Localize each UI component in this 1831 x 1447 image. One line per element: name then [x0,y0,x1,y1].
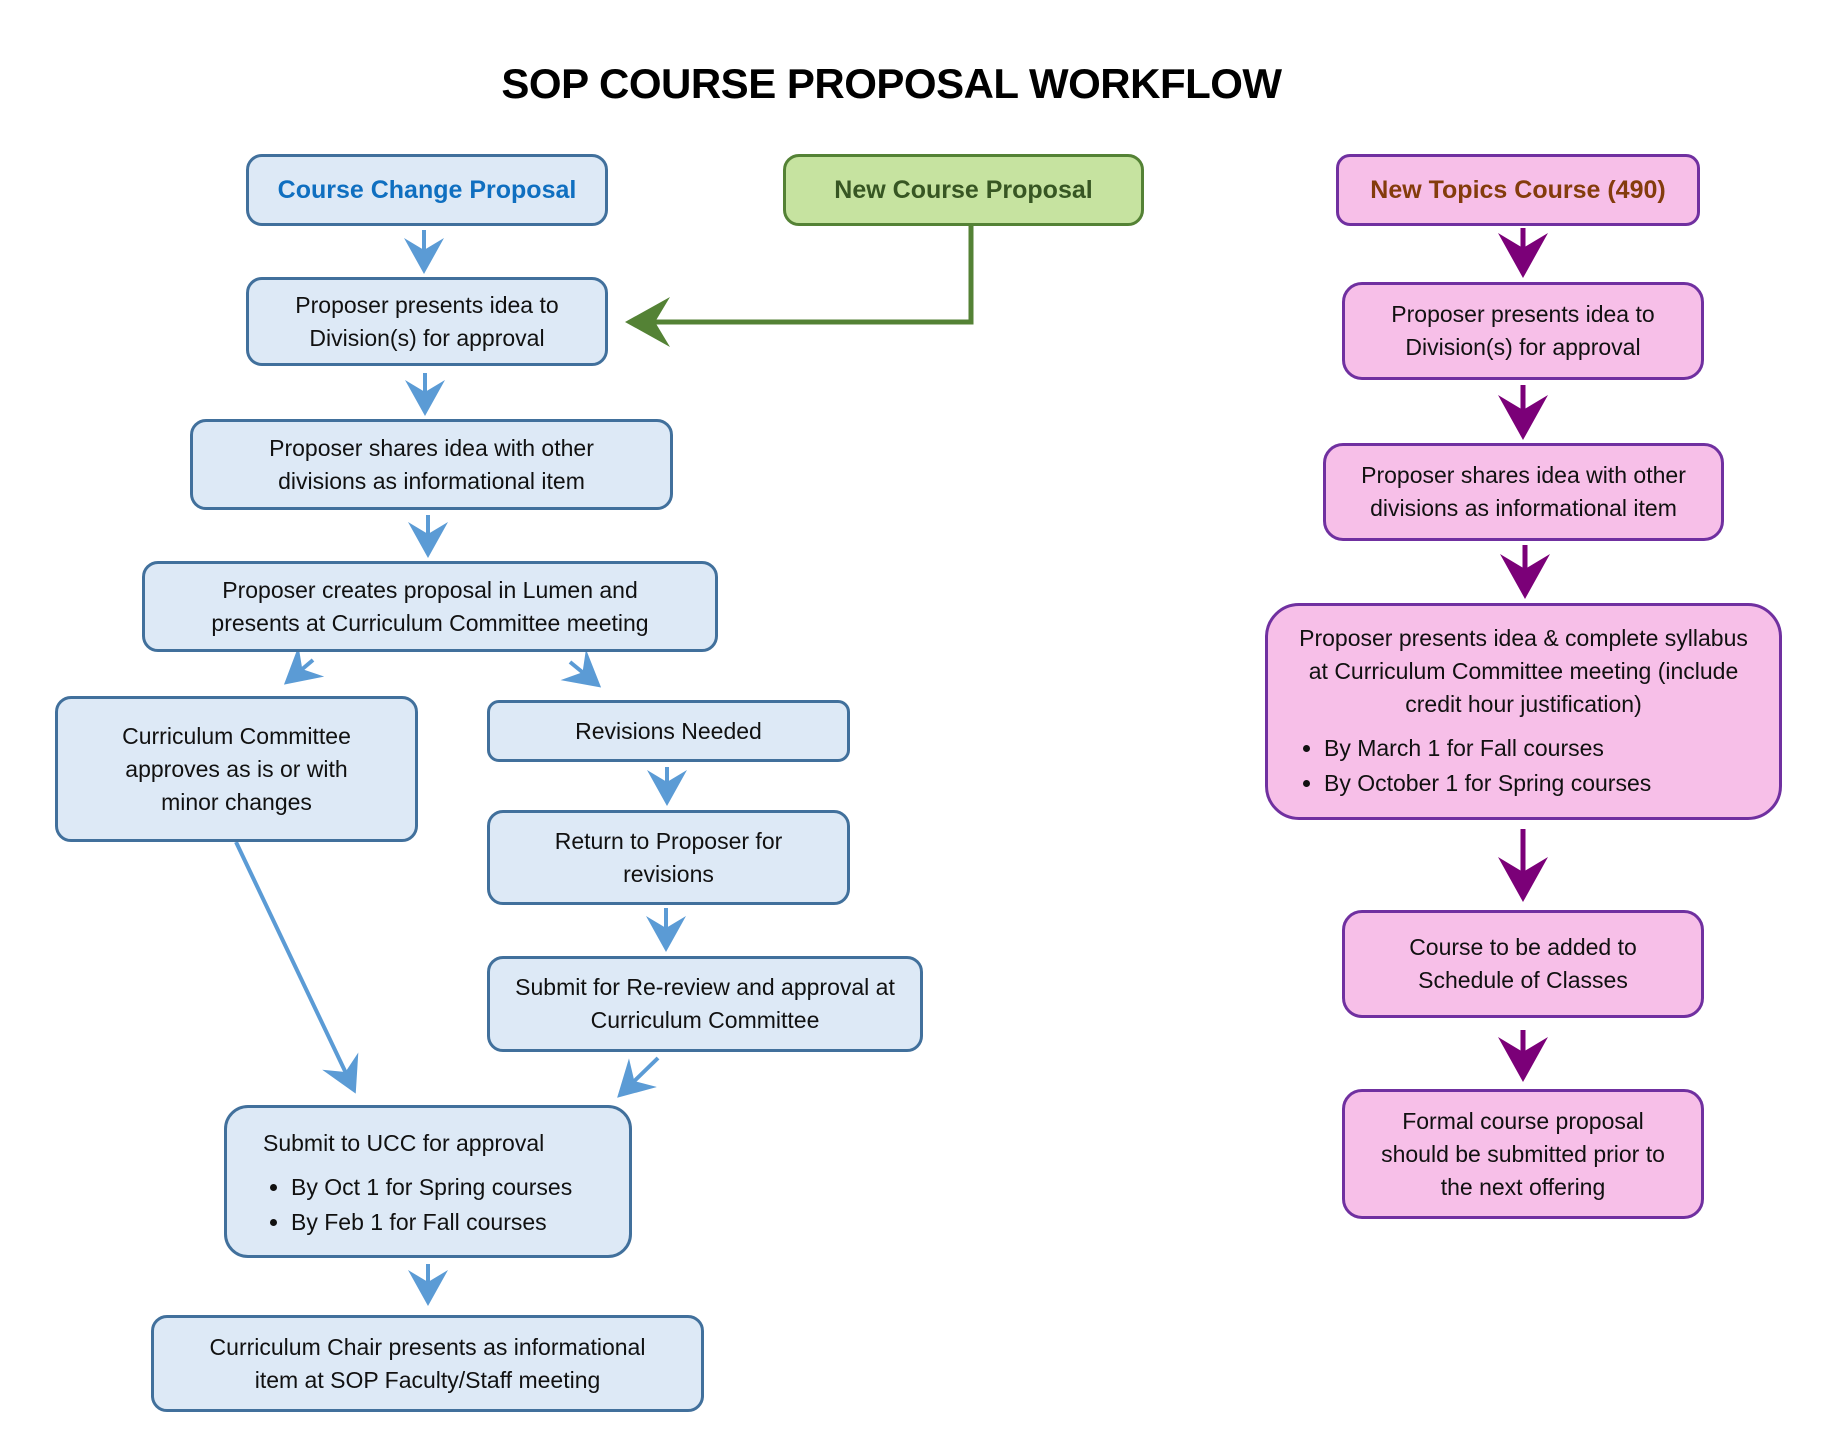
page-title: SOP COURSE PROPOSAL WORKFLOW [501,60,1282,107]
topics-step-present-syllabus: Proposer presents idea & complete syllab… [1265,603,1782,820]
topics-step-share-with-divisions: Proposer shares idea with other division… [1323,443,1724,541]
step-create-proposal-lumen: Proposer creates proposal in Lumen and p… [142,561,718,652]
step-share-with-divisions: Proposer shares idea with other division… [190,419,673,510]
step-revisions-needed: Revisions Needed [487,700,850,762]
step-label: Submit for Re-review and approval at Cur… [515,974,895,1033]
step-chair-presents: Curriculum Chair presents as information… [151,1315,704,1412]
step-label: Course to be added to Schedule of Classe… [1409,934,1637,993]
new-course-proposal-header: New Course Proposal [783,154,1144,226]
topics-step-formal-proposal: Formal course proposal should be submitt… [1342,1089,1704,1219]
course-change-proposal-header: Course Change Proposal [246,154,608,226]
step-label: Proposer presents idea to Division(s) fo… [1391,301,1655,360]
topics-step-schedule-of-classes: Course to be added to Schedule of Classe… [1342,910,1704,1018]
step-label: Submit to UCC for approval [263,1130,545,1156]
header-label: Course Change Proposal [277,175,577,204]
deadline-item: By October 1 for Spring courses [1324,766,1651,801]
header-label: New Topics Course (490) [1370,175,1666,204]
step-submit-to-ucc: Submit to UCC for approval By Oct 1 for … [224,1105,632,1258]
topics-step-present-to-division: Proposer presents idea to Division(s) fo… [1342,282,1704,380]
step-label: Curriculum Committee approves as is or w… [122,722,351,815]
step-label: Proposer presents idea to Division(s) fo… [295,291,559,351]
deadline-item: By March 1 for Fall courses [1324,731,1651,766]
step-present-to-division: Proposer presents idea to Division(s) fo… [246,277,608,366]
header-label: New Course Proposal [834,175,1093,204]
step-label: Proposer shares idea with other division… [1361,462,1686,521]
step-label: Return to Proposer for revisions [554,827,783,887]
ucc-deadlines-list: By Oct 1 for Spring courses By Feb 1 for… [263,1170,572,1240]
step-label: Proposer creates proposal in Lumen and p… [211,576,649,636]
step-return-to-proposer: Return to Proposer for revisions [487,810,850,905]
step-label: Proposer presents idea & complete syllab… [1299,625,1748,717]
deadline-item: By Feb 1 for Fall courses [291,1205,572,1240]
step-label: Revisions Needed [575,717,762,744]
syllabus-deadlines-list: By March 1 for Fall courses By October 1… [1296,731,1651,801]
step-label: Curriculum Chair presents as information… [209,1333,646,1393]
step-submit-rereview: Submit for Re-review and approval at Cur… [487,956,923,1052]
step-committee-approves: Curriculum Committee approves as is or w… [55,696,418,842]
step-label: Proposer shares idea with other division… [269,434,594,494]
deadline-item: By Oct 1 for Spring courses [291,1170,572,1205]
new-topics-course-header: New Topics Course (490) [1336,154,1700,226]
step-label: Formal course proposal should be submitt… [1381,1107,1665,1200]
